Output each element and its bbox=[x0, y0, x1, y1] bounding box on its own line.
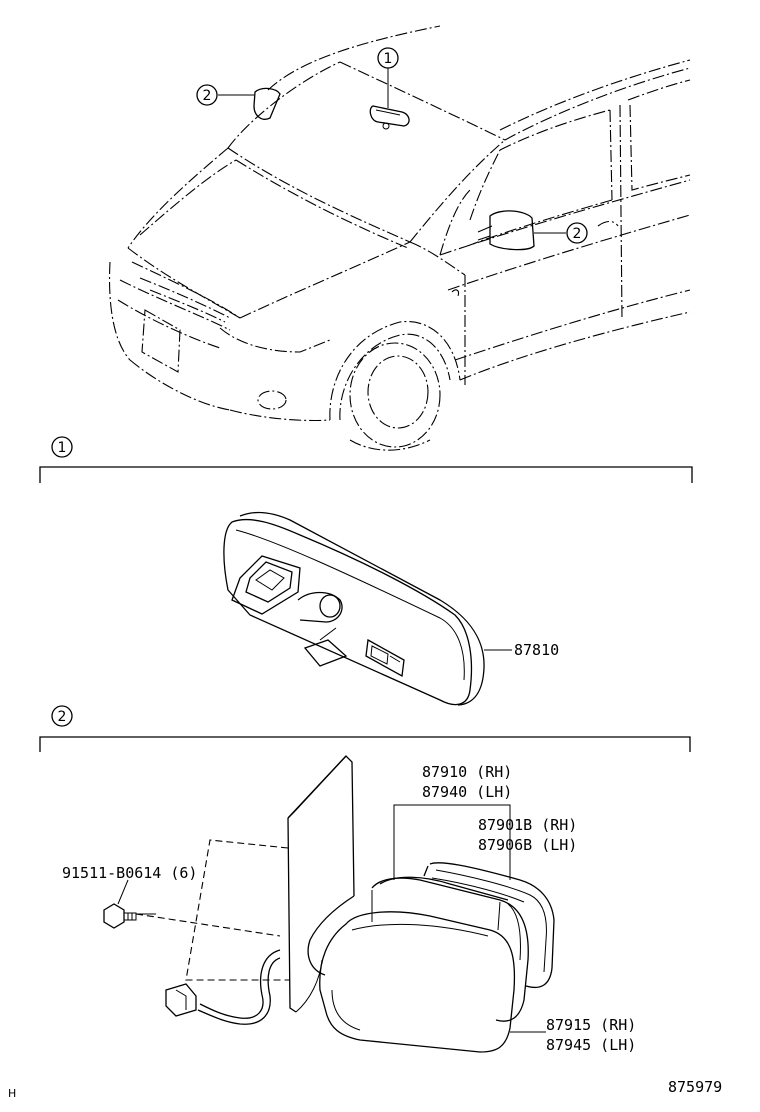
svg-text:2: 2 bbox=[573, 226, 582, 242]
svg-text:2: 2 bbox=[203, 88, 212, 104]
part-label-87915: 87915 (RH) bbox=[546, 1016, 636, 1034]
callout-2-car-left: 2 bbox=[196, 84, 218, 106]
part-label-91511-b0614: 91511-B0614 (6) bbox=[62, 864, 197, 882]
svg-text:2: 2 bbox=[58, 709, 67, 725]
inner-mirror-location bbox=[369, 105, 410, 130]
section-2-header: 2 bbox=[39, 705, 691, 752]
svg-text:1: 1 bbox=[58, 440, 67, 456]
callout-1-car: 1 bbox=[377, 47, 399, 69]
part-label-87940: 87940 (LH) bbox=[422, 783, 512, 801]
part-label-87901b: 87901B (RH) bbox=[478, 816, 577, 834]
outer-mirror-location-right bbox=[477, 210, 535, 251]
outer-mirror-location-left bbox=[253, 87, 281, 120]
part-label-87910: 87910 (RH) bbox=[422, 763, 512, 781]
illustration-number: 875979 bbox=[668, 1078, 722, 1096]
svg-text:1: 1 bbox=[384, 51, 393, 67]
vehicle-outline bbox=[109, 25, 691, 451]
corner-mark: H bbox=[8, 1087, 16, 1100]
outer-mirror-assembly bbox=[103, 755, 555, 1053]
part-label-87810: 87810 bbox=[514, 641, 559, 659]
inner-rear-view-mirror bbox=[223, 511, 485, 706]
callout-2-car-right: 2 bbox=[566, 222, 588, 244]
part-label-87945: 87945 (LH) bbox=[546, 1036, 636, 1054]
section-1-header: 1 bbox=[39, 436, 693, 483]
part-label-87906b: 87906B (LH) bbox=[478, 836, 577, 854]
